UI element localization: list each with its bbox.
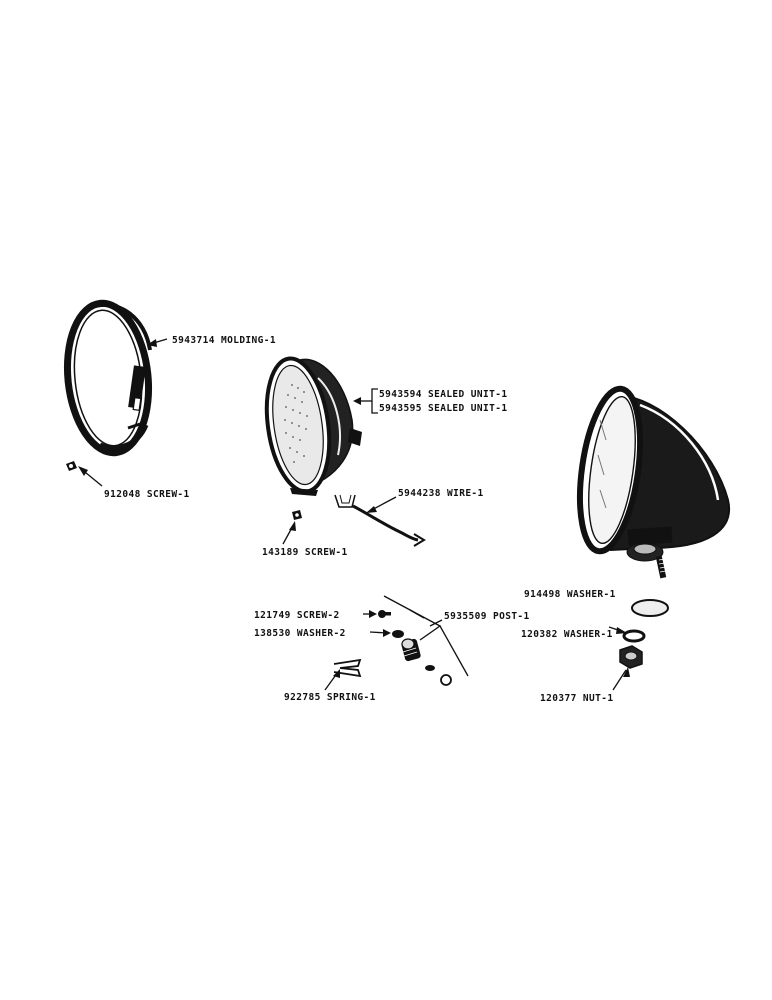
post-bracket (383, 595, 469, 677)
washer-120382-part (622, 629, 646, 643)
label-washer-914498: 914498 WASHER-1 (524, 589, 616, 600)
screw-912048-leader (78, 466, 103, 487)
label-spring: 922785 SPRING-1 (284, 692, 376, 703)
screw-121749-leader (363, 610, 377, 618)
label-washer-138530: 138530 WASHER-2 (254, 628, 346, 639)
screw-143189-leader (282, 521, 296, 545)
label-wire: 5944238 WIRE-1 (398, 488, 484, 499)
spring-leader (324, 669, 340, 691)
washer-120382-leader (608, 626, 627, 634)
sealed-unit-bracket (353, 388, 378, 414)
label-screw-121749: 121749 SCREW-2 (254, 610, 340, 621)
nut-120377-part (619, 645, 643, 669)
label-washer-120382: 120382 WASHER-1 (521, 629, 613, 640)
sealed-unit (264, 356, 362, 496)
label-sealed-unit-a: 5943594 SEALED UNIT-1 (379, 389, 508, 400)
label-molding: 5943714 MOLDING-1 (172, 335, 276, 346)
washer-138530-part (392, 630, 404, 638)
label-nut: 120377 NUT-1 (540, 693, 613, 704)
wire-part (334, 494, 426, 547)
screw-121749-part (378, 610, 391, 618)
post-part (401, 638, 452, 686)
washer-914498-part (631, 599, 669, 617)
headlamp-body (577, 385, 731, 579)
label-screw-912048: 912048 SCREW-1 (104, 489, 190, 500)
molding-leader (146, 338, 168, 347)
wire-leader (366, 496, 397, 513)
nut-leader (612, 667, 630, 691)
screw-912048-part (66, 461, 77, 471)
washer-138530-leader (369, 629, 391, 637)
screw-143189-part (292, 510, 302, 520)
spring-part (333, 658, 362, 678)
label-post: 5935509 POST-1 (444, 611, 530, 622)
label-sealed-unit-b: 5943595 SEALED UNIT-1 (379, 403, 508, 414)
label-screw-143189: 143189 SCREW-1 (262, 547, 348, 558)
molding-ring (63, 299, 153, 457)
